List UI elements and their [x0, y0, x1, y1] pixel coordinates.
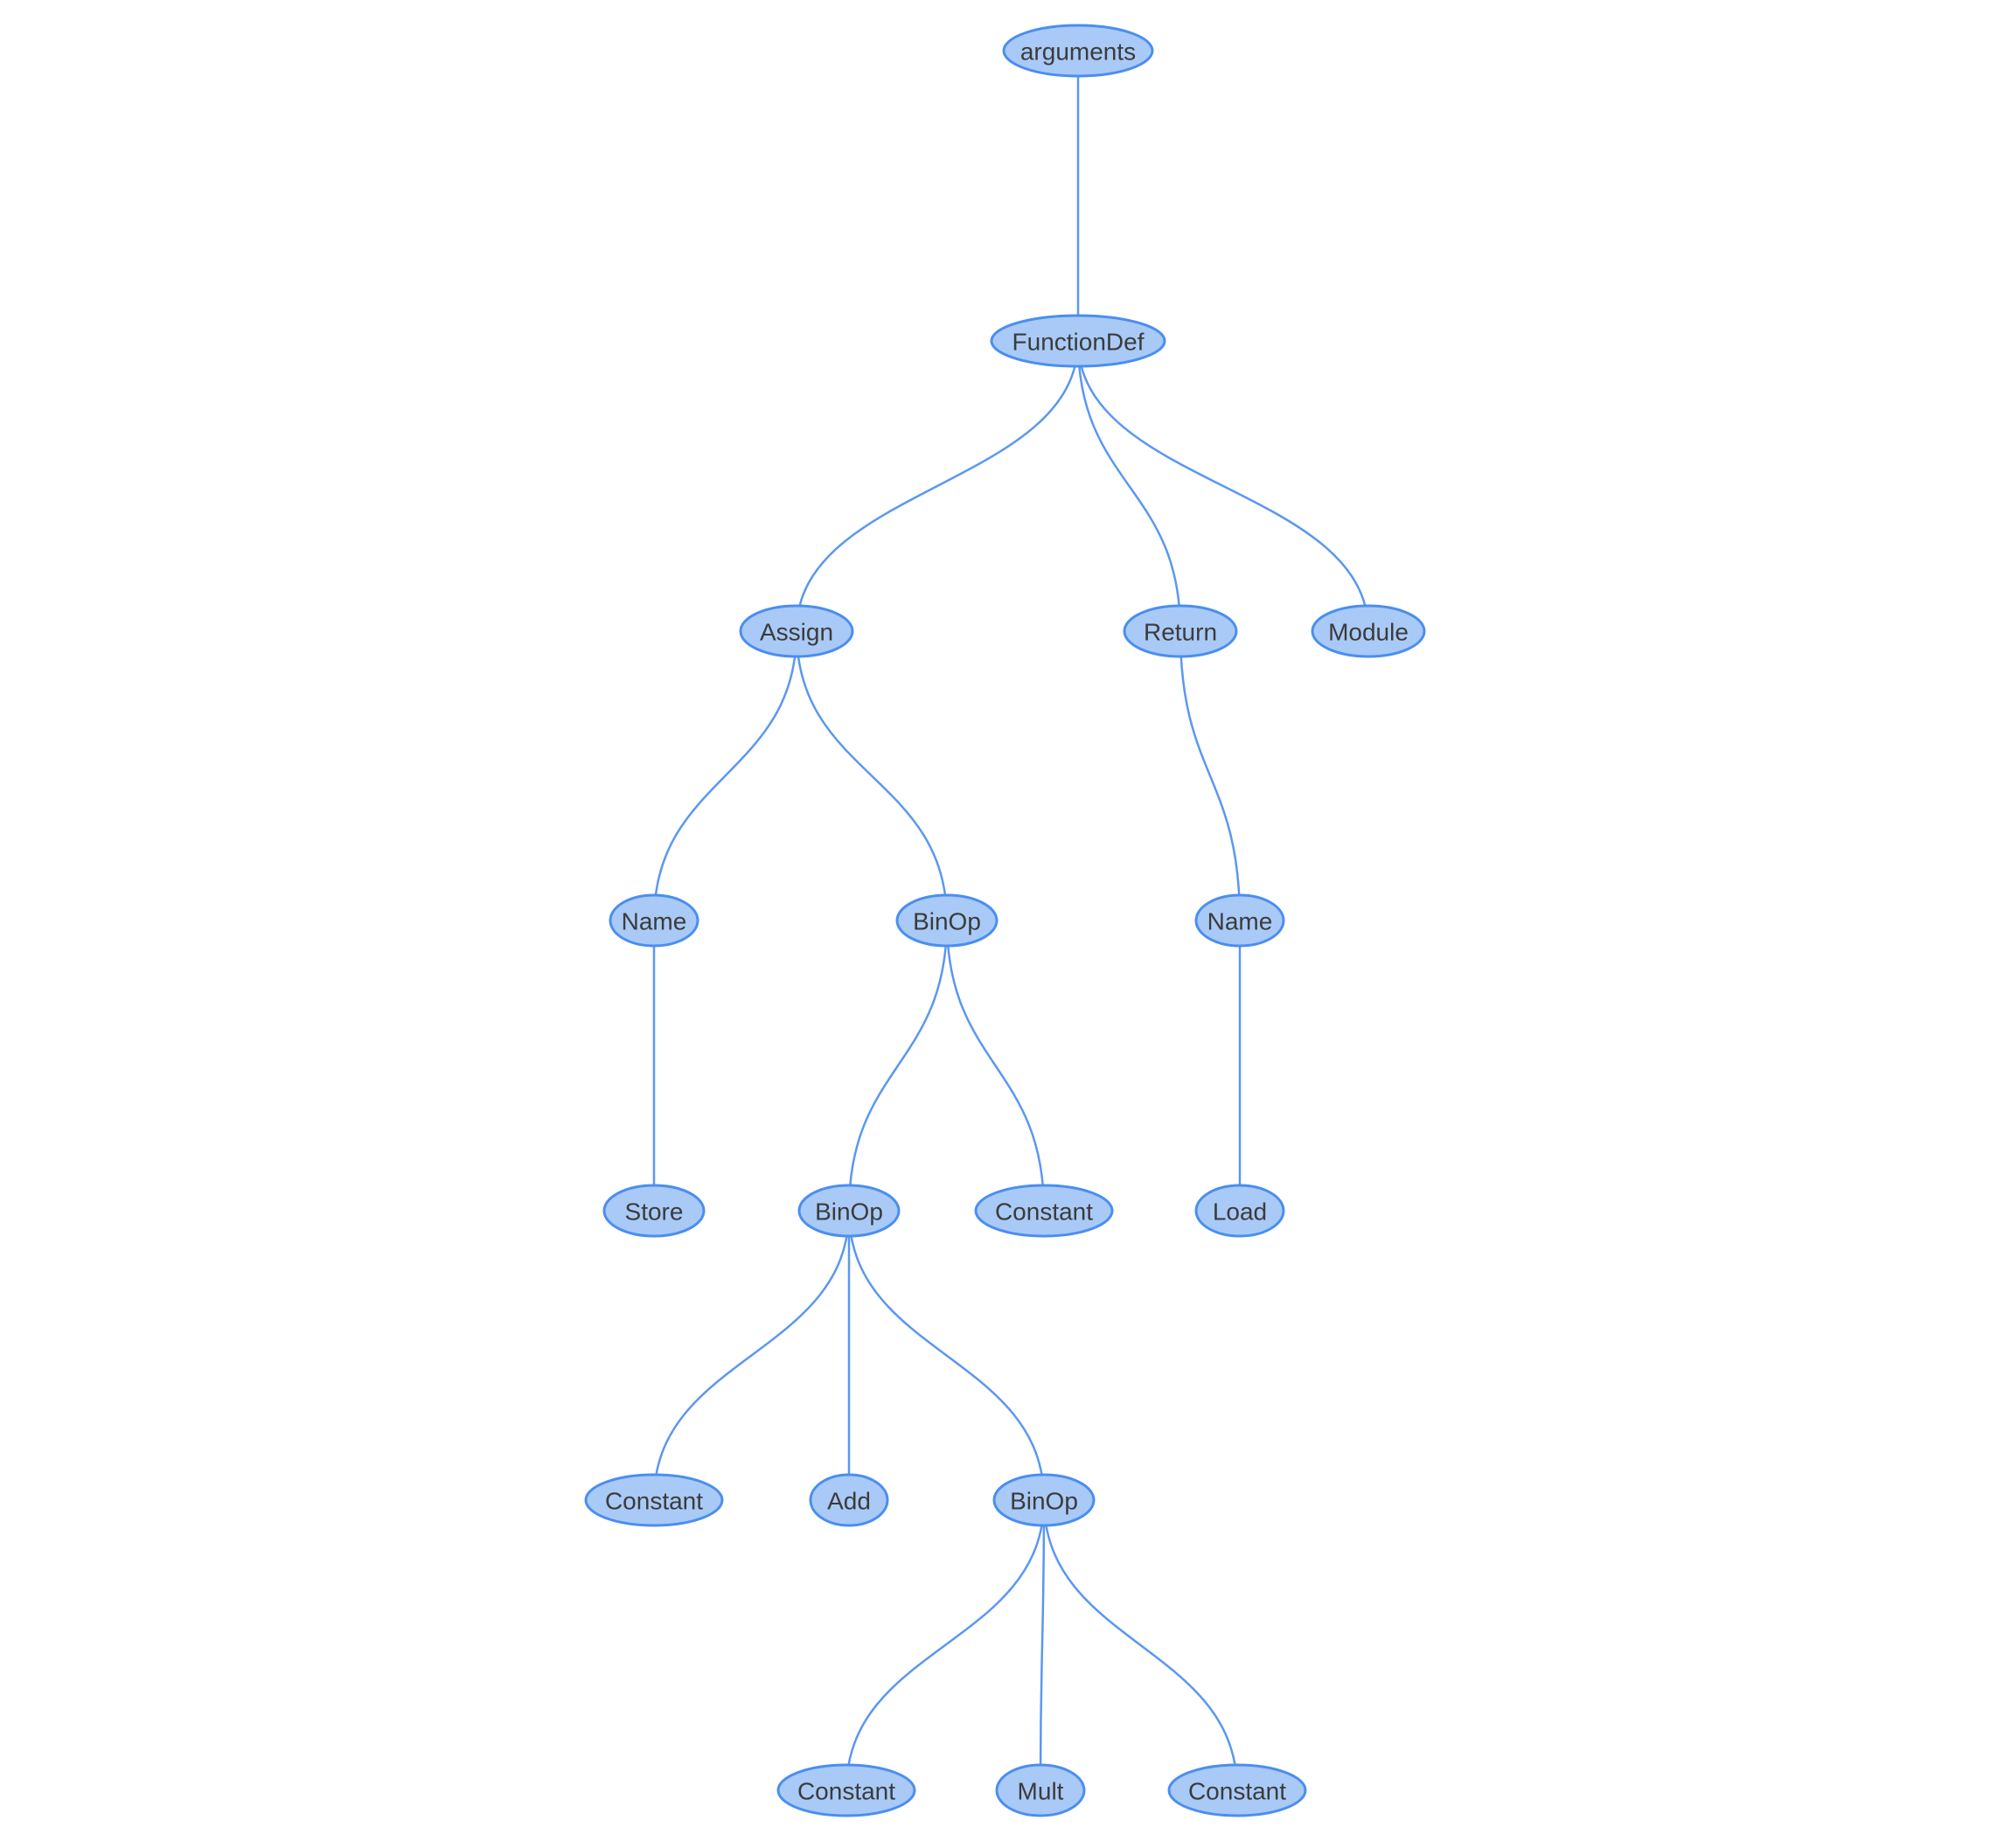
- tree-node-ellipse[interactable]: [1123, 604, 1238, 658]
- tree-node-binop2[interactable]: BinOp: [797, 1184, 901, 1238]
- tree-node-store[interactable]: Store: [602, 1184, 706, 1238]
- tree-node-ellipse[interactable]: [895, 893, 998, 948]
- tree-node-name1[interactable]: Name: [609, 893, 699, 948]
- tree-node-ellipse[interactable]: [809, 1473, 889, 1527]
- tree-edge-binop3-constant3: [845, 1499, 1046, 1791]
- tree-node-ellipse[interactable]: [1194, 1184, 1285, 1238]
- tree-edge-binop2-binop3: [847, 1210, 1046, 1501]
- tree-node-constant4[interactable]: Constant: [1167, 1763, 1307, 1817]
- tree-node-ellipse[interactable]: [974, 1184, 1114, 1238]
- tree-edge-functiondef-return: [1076, 340, 1182, 632]
- tree-node-load[interactable]: Load: [1194, 1184, 1285, 1238]
- tree-edges-layer: [652, 50, 1370, 1791]
- tree-node-ellipse[interactable]: [797, 1184, 901, 1238]
- tree-node-mult[interactable]: Mult: [995, 1763, 1086, 1817]
- tree-node-module[interactable]: Module: [1311, 604, 1426, 658]
- tree-node-arguments[interactable]: arguments: [1002, 24, 1154, 78]
- tree-node-name2[interactable]: Name: [1194, 893, 1285, 948]
- tree-node-ellipse[interactable]: [602, 1184, 706, 1238]
- tree-node-ellipse[interactable]: [1167, 1763, 1307, 1817]
- tree-node-ellipse[interactable]: [609, 893, 699, 948]
- tree-node-add[interactable]: Add: [809, 1473, 889, 1527]
- tree-node-functiondef[interactable]: FunctionDef: [990, 314, 1166, 368]
- tree-edge-functiondef-assign: [795, 340, 1080, 632]
- tree-node-ellipse[interactable]: [739, 604, 854, 658]
- tree-edge-binop3-mult: [1039, 1499, 1046, 1791]
- tree-node-ellipse[interactable]: [1311, 604, 1426, 658]
- tree-node-binop3[interactable]: BinOp: [992, 1473, 1096, 1527]
- tree-edge-binop3-constant4: [1042, 1499, 1239, 1791]
- tree-node-ellipse[interactable]: [995, 1763, 1086, 1817]
- tree-node-constant3[interactable]: Constant: [776, 1763, 916, 1817]
- tree-node-ellipse[interactable]: [776, 1763, 916, 1817]
- tree-node-ellipse[interactable]: [990, 314, 1166, 368]
- tree-node-ellipse[interactable]: [1002, 24, 1154, 78]
- tree-node-ellipse[interactable]: [992, 1473, 1096, 1527]
- tree-edge-return-name2: [1179, 630, 1242, 921]
- tree-node-ellipse[interactable]: [584, 1473, 724, 1527]
- tree-edge-functiondef-module: [1076, 340, 1370, 632]
- tree-edge-assign-binop1: [795, 630, 949, 921]
- tree-edge-binop1-constant1: [945, 920, 1046, 1212]
- tree-node-constant1[interactable]: Constant: [974, 1184, 1114, 1238]
- tree-edge-binop1-binop2: [847, 920, 949, 1212]
- tree-node-constant2[interactable]: Constant: [584, 1473, 724, 1527]
- tree-edge-binop2-constant2: [652, 1210, 851, 1501]
- tree-node-assign[interactable]: Assign: [739, 604, 854, 658]
- tree-node-ellipse[interactable]: [1194, 893, 1285, 948]
- tree-edge-assign-name1: [652, 630, 798, 921]
- tree-node-return[interactable]: Return: [1123, 604, 1238, 658]
- tree-node-binop1[interactable]: BinOp: [895, 893, 998, 948]
